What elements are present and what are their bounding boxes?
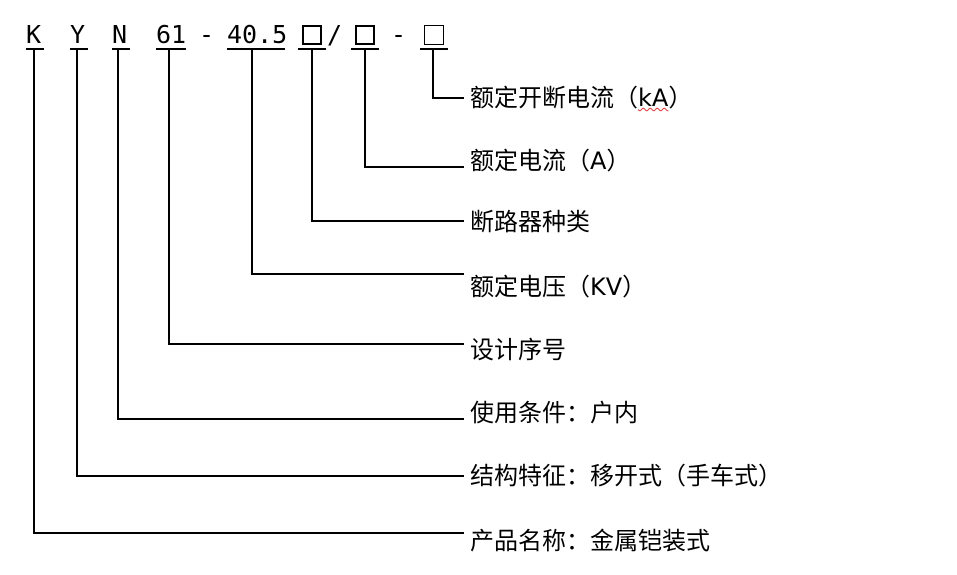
label-breaker-type: 断路器种类 xyxy=(470,208,590,236)
code-61: 61 xyxy=(156,20,187,49)
leader-breaking-current-horizontal xyxy=(432,97,464,99)
label-rated-current: 额定电流（A） xyxy=(470,147,631,175)
underline-box-3 xyxy=(420,48,448,50)
code-slash: / xyxy=(327,20,343,49)
code-y: Y xyxy=(70,20,86,49)
underline-40-5 xyxy=(227,48,285,50)
label-design-serial: 设计序号 xyxy=(470,336,566,364)
label-usage-condition: 使用条件：户内 xyxy=(470,399,638,427)
leader-structure-feature-vertical xyxy=(76,48,78,477)
leader-product-name-vertical xyxy=(33,48,35,534)
underline-61 xyxy=(156,48,186,50)
label-breaking-current: 额定开断电流（kA） xyxy=(470,83,692,113)
leader-rated-voltage-horizontal xyxy=(251,273,464,275)
label-breaking-current-close: ） xyxy=(668,84,693,112)
placeholder-box-breaking-current xyxy=(424,25,444,45)
leader-usage-condition-vertical xyxy=(117,48,119,420)
code-40-5: 40.5 xyxy=(227,20,288,49)
underline-y xyxy=(70,48,88,50)
label-rated-voltage: 额定电压（KV） xyxy=(470,273,647,301)
leader-design-serial-vertical xyxy=(168,48,170,345)
label-structure-feature: 结构特征：移开式（手车式） xyxy=(470,462,782,490)
leader-usage-condition-horizontal xyxy=(117,418,464,420)
leader-rated-voltage-vertical xyxy=(251,48,253,275)
underline-k xyxy=(26,48,44,50)
leader-breaker-type-horizontal xyxy=(311,220,464,222)
leader-breaking-current-vertical xyxy=(432,48,434,99)
code-dash-2: - xyxy=(391,20,407,49)
leader-breaker-type-vertical xyxy=(311,48,313,222)
underline-n xyxy=(112,48,130,50)
code-dash-1: - xyxy=(199,20,215,49)
label-product-name: 产品名称：金属铠装式 xyxy=(470,527,710,555)
code-n: N xyxy=(112,20,128,49)
code-k: K xyxy=(26,20,42,49)
leader-structure-feature-horizontal xyxy=(76,475,464,477)
leader-rated-current-vertical xyxy=(364,48,366,168)
label-breaking-current-unit: kA xyxy=(638,84,669,112)
leader-rated-current-horizontal xyxy=(364,166,464,168)
leader-product-name-horizontal xyxy=(33,532,464,534)
label-breaking-current-text: 额定开断电流（ xyxy=(470,84,638,112)
placeholder-box-rated-current xyxy=(355,25,375,45)
leader-design-serial-horizontal xyxy=(168,343,464,345)
placeholder-box-breaker-type xyxy=(302,25,322,45)
